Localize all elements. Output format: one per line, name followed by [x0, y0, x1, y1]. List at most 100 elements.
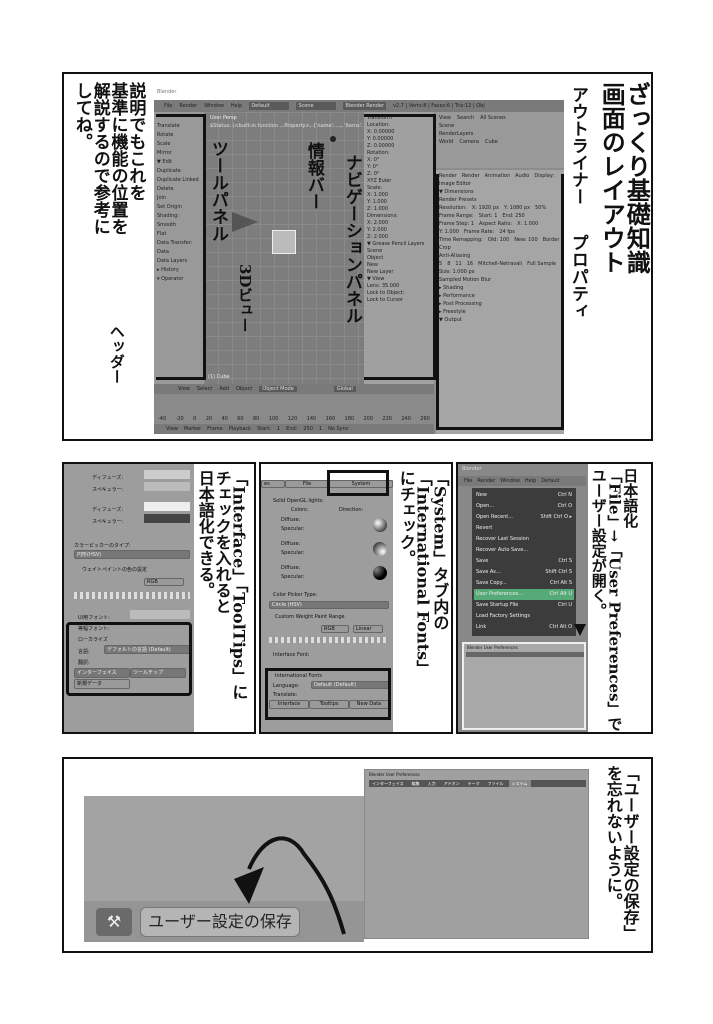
prefs-tab[interactable]: 入力: [424, 780, 439, 787]
tool-item[interactable]: Scale: [157, 141, 171, 147]
prefs-menu-icon[interactable]: ⚒: [96, 908, 132, 936]
tool-item[interactable]: Smooth: [157, 222, 177, 228]
nav-item[interactable]: Lens: 35.000: [367, 283, 400, 289]
menu-window[interactable]: Window: [500, 478, 520, 484]
outliner-item[interactable]: Scene: [439, 123, 455, 129]
prop-item[interactable]: 50%: [535, 205, 547, 211]
nav-item[interactable]: Y: 1.000: [367, 199, 387, 205]
prop-item[interactable]: ▼ Dimensions: [439, 189, 474, 195]
menu-help[interactable]: Help: [230, 103, 243, 109]
color-picker-select[interactable]: Circle (HSV): [269, 601, 389, 609]
localize-checkbox[interactable]: ローカライズ: [78, 637, 108, 643]
tl-frame[interactable]: Frame: [207, 426, 223, 432]
prop-item[interactable]: ▸ Performance: [439, 293, 475, 299]
nav-item[interactable]: X: 0°: [367, 157, 380, 163]
tool-item[interactable]: Data Layers: [157, 258, 188, 264]
linear-select[interactable]: Linear: [353, 625, 383, 633]
layout-select[interactable]: Default: [541, 478, 560, 484]
prop-item[interactable]: End: 250: [502, 213, 525, 219]
menu-file[interactable]: File: [464, 478, 473, 484]
tl-playback[interactable]: Playback: [228, 426, 252, 432]
prop-item[interactable]: Border: [542, 237, 560, 243]
header-object[interactable]: Object: [236, 386, 253, 392]
nav-item[interactable]: Lock to Cursor: [367, 297, 404, 303]
tab-es[interactable]: es: [261, 480, 285, 488]
prop-item[interactable]: ▸ Post Processing: [439, 301, 482, 307]
prop-item[interactable]: 24 fps: [499, 229, 515, 235]
file-menu-item[interactable]: Recover Auto Save...: [474, 545, 574, 556]
cube-object[interactable]: [272, 230, 296, 254]
tool-item[interactable]: Flat: [157, 231, 167, 237]
weight-paint-checkbox[interactable]: ウェイトペイントの色の設定: [82, 567, 148, 573]
outliner-item[interactable]: View: [439, 115, 451, 121]
prefs-tab[interactable]: システム: [508, 780, 531, 787]
prefs-tab[interactable]: テーマ: [464, 780, 483, 787]
nav-item[interactable]: New Layer: [367, 269, 394, 275]
prop-item[interactable]: 11: [455, 261, 462, 267]
tool-item[interactable]: ▸ History: [157, 267, 179, 273]
nav-item[interactable]: Y: 0.00000: [367, 136, 394, 142]
tl-sync[interactable]: No Sync: [328, 426, 349, 432]
menu-render[interactable]: Render: [477, 478, 496, 484]
nav-item[interactable]: Object: [367, 255, 384, 261]
header-view[interactable]: View: [178, 386, 190, 392]
nav-item[interactable]: Y: 2.000: [367, 227, 387, 233]
nav-item[interactable]: ▼ View: [367, 276, 385, 282]
tool-item[interactable]: ▾ Operator: [157, 276, 184, 282]
nav-item[interactable]: Z: 0.00000: [367, 143, 395, 149]
prop-item[interactable]: New: 100: [514, 237, 538, 243]
intl-fonts-checkbox[interactable]: International Fonts: [275, 673, 322, 679]
rgb-select[interactable]: RGB: [321, 625, 349, 633]
translate-interface-button[interactable]: インターフェイス: [74, 668, 130, 678]
prop-item[interactable]: Anti-Aliasing: [439, 253, 471, 259]
scene-select[interactable]: Scene: [296, 102, 337, 110]
diffuse-swatch[interactable]: [144, 470, 190, 479]
translate-newdata-button[interactable]: 新規データ: [74, 679, 130, 689]
nav-item[interactable]: Y: 0°: [367, 164, 379, 170]
outliner-item[interactable]: All Scenes: [480, 115, 506, 121]
prop-item[interactable]: Old: 100: [487, 237, 510, 243]
prop-item[interactable]: Audio: [515, 173, 530, 179]
prop-item[interactable]: Size: 1.000 px: [439, 269, 475, 275]
prop-item[interactable]: Sampled Motion Blur: [439, 277, 492, 283]
translate-tooltips-button[interactable]: ツールチップ: [130, 668, 186, 678]
prop-item[interactable]: Animation: [484, 173, 511, 179]
tool-item[interactable]: Translate: [157, 123, 180, 129]
menu-window[interactable]: Window: [204, 103, 224, 109]
file-menu-item[interactable]: Load Factory Settings: [474, 611, 574, 622]
prop-item[interactable]: Render: [439, 173, 457, 179]
specular-swatch[interactable]: [144, 482, 190, 491]
prop-item[interactable]: X: 1920 px: [471, 205, 499, 211]
ui-font-field[interactable]: [130, 610, 190, 619]
tool-item[interactable]: Join: [157, 195, 167, 201]
prop-item[interactable]: ▸ Freestyle: [439, 309, 466, 315]
tool-item[interactable]: Set Origin: [157, 204, 182, 210]
tl-view[interactable]: View: [166, 426, 178, 432]
engine-select[interactable]: Blender Render: [343, 102, 387, 110]
file-menu-item[interactable]: User Preferences...Ctrl Alt U: [474, 589, 574, 600]
color-picker-select[interactable]: 円形(HSV): [74, 550, 190, 559]
nav-item[interactable]: X: 0.00000: [367, 129, 395, 135]
tool-item[interactable]: Rotate: [157, 132, 174, 138]
tl-marker[interactable]: Marker: [183, 426, 202, 432]
nav-item[interactable]: X: 1.000: [367, 192, 389, 198]
tool-item[interactable]: Duplicate Linked: [157, 177, 199, 183]
translate-interface-button[interactable]: Interface: [269, 700, 309, 709]
tool-item[interactable]: Mirror: [157, 150, 172, 156]
prop-item[interactable]: 5: [439, 261, 443, 267]
tool-item[interactable]: Delete: [157, 186, 174, 192]
light-sphere[interactable]: [373, 542, 387, 556]
menu-render[interactable]: Render: [179, 103, 198, 109]
header-add[interactable]: Add: [219, 386, 229, 392]
custom-weight-checkbox[interactable]: Custom Weight Paint Range: [275, 614, 345, 620]
rgb-select[interactable]: RGB: [144, 578, 184, 586]
layout-select[interactable]: Default: [249, 102, 290, 110]
file-menu-item[interactable]: Revert: [474, 523, 574, 534]
diffuse-swatch[interactable]: [144, 502, 190, 511]
file-menu-item[interactable]: Open Recent...Shift Ctrl O ▸: [474, 512, 574, 523]
